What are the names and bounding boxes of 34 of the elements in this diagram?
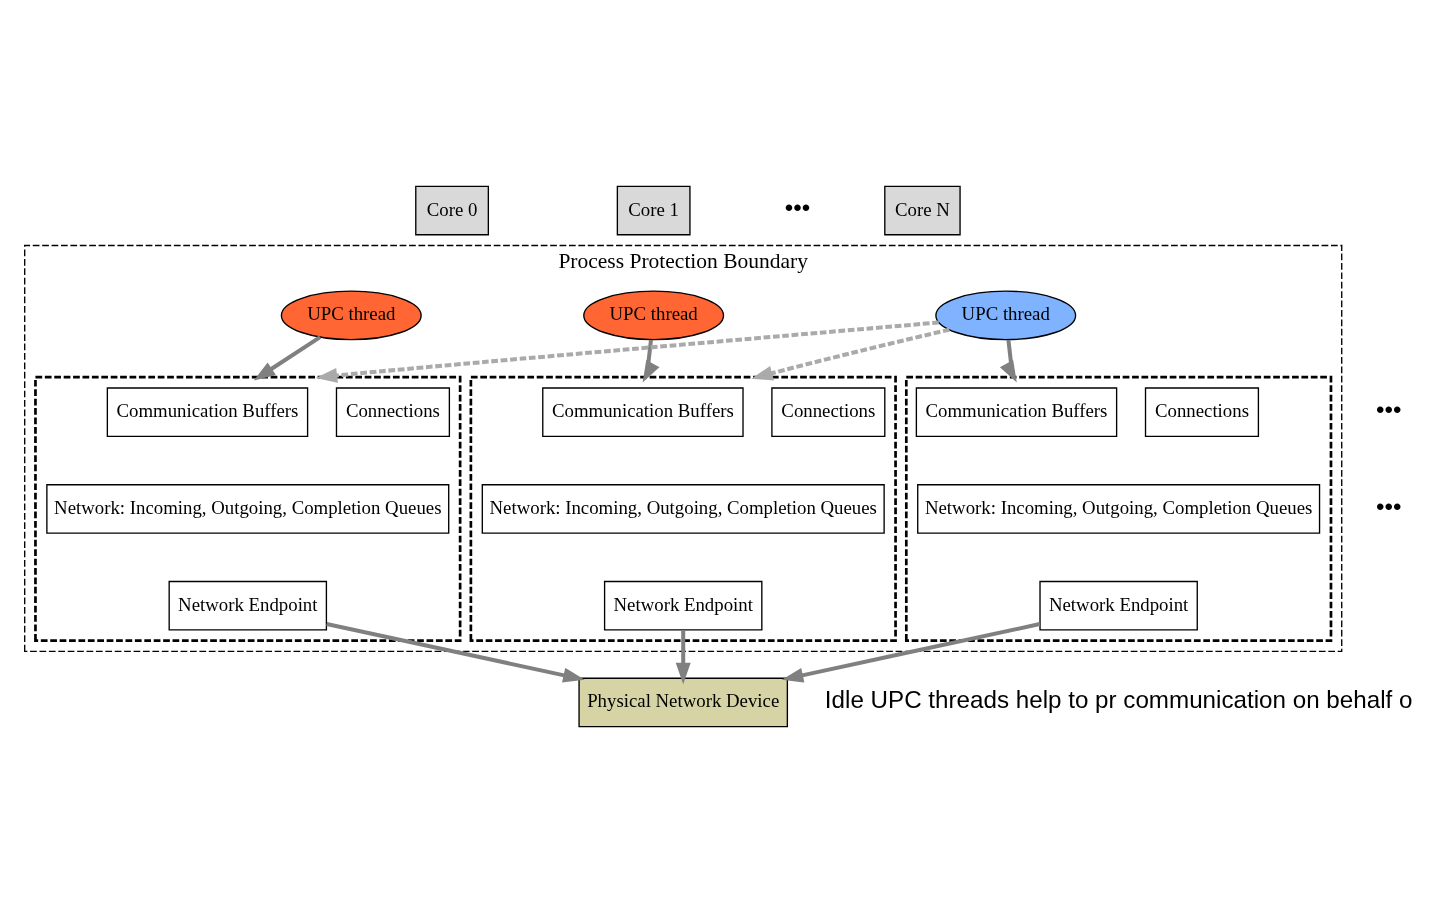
- arrow: [642, 339, 660, 383]
- node-box: Core 1: [616, 185, 691, 236]
- cluster: [34, 375, 462, 642]
- arrow: [781, 622, 1041, 683]
- label: •••: [1376, 492, 1402, 520]
- arrow: [326, 622, 585, 683]
- node-box: Network: Incoming, Outgoing, Completion Queues: [481, 484, 885, 534]
- node-box: Communication Buffers: [915, 387, 1118, 437]
- node-box: Network Endpoint: [603, 580, 763, 631]
- arrow: [315, 320, 939, 383]
- cluster: [469, 375, 897, 642]
- node-box: Network: Incoming, Outgoing, Completion Queues: [917, 484, 1321, 534]
- node-box: Network Endpoint: [168, 580, 328, 631]
- label: •••: [784, 194, 811, 222]
- node-box: Connections: [1144, 387, 1260, 437]
- node-box: Network: Incoming, Outgoing, Completion Queues: [46, 484, 450, 534]
- node-ellipse: UPC thread: [280, 290, 422, 341]
- arrow: [253, 335, 322, 381]
- arrow: [999, 339, 1017, 383]
- node-box: Connections: [771, 387, 886, 437]
- node-box: Core 0: [415, 185, 490, 236]
- node-ellipse: UPC thread: [583, 290, 725, 341]
- cluster: [904, 375, 1333, 642]
- node-box: Communication Buffers: [106, 387, 309, 437]
- label: •••: [1376, 396, 1402, 424]
- arrow: [751, 327, 950, 381]
- node-box: Communication Buffers: [542, 387, 744, 437]
- node-box: Core N: [884, 185, 961, 236]
- label: Idle UPC threads help to pr communication on behalf o: [824, 686, 1413, 714]
- node-box: Connections: [335, 387, 451, 437]
- arrow: [675, 630, 691, 685]
- node-ellipse: UPC thread: [935, 290, 1077, 341]
- node-box: Network Endpoint: [1039, 580, 1198, 631]
- node-box: Physical Network Device: [578, 677, 789, 728]
